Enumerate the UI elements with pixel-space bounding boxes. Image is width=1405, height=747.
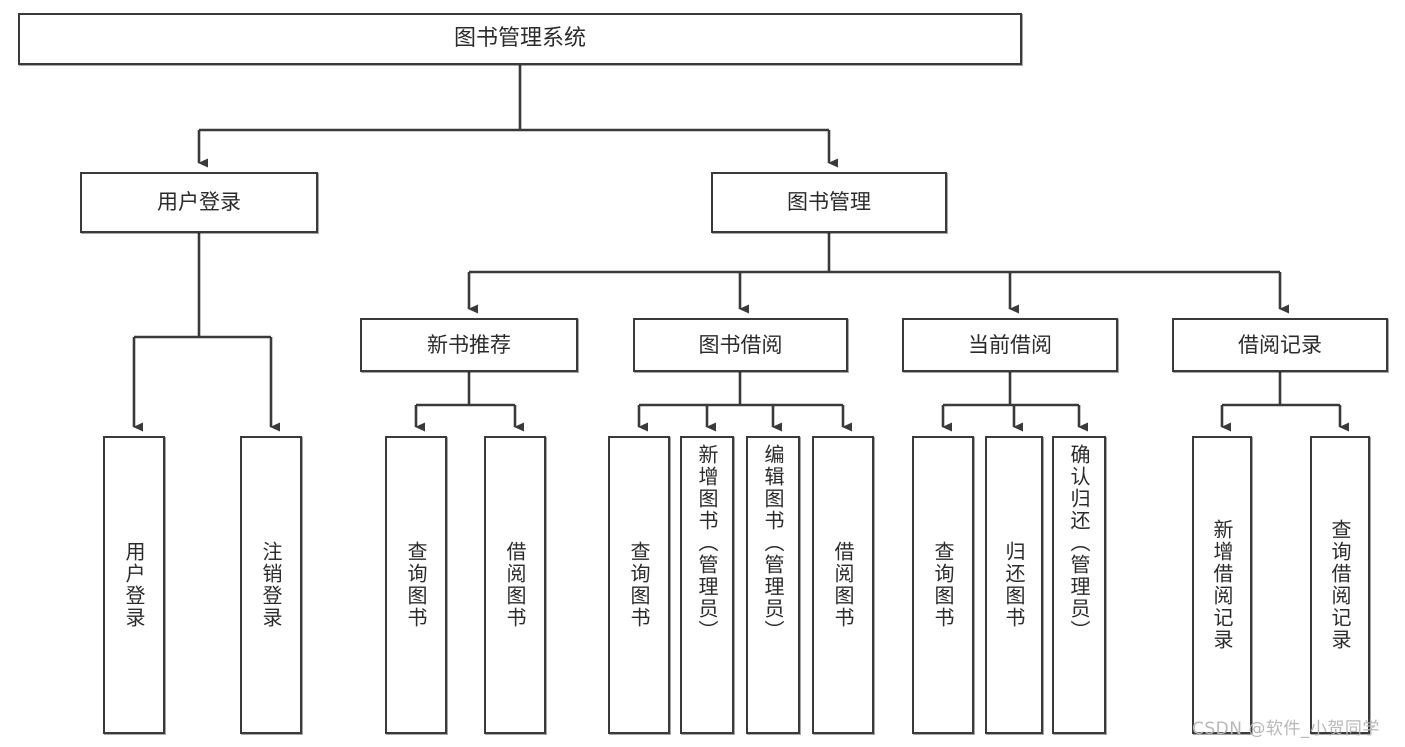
node-leaf-add-borrow-record[interactable]: 新增借阅记录 — [1192, 436, 1252, 734]
node-leaf-add-borrow-record-label: 新增借阅记录 — [1210, 519, 1234, 651]
node-leaf-confirm-return-label: 确认归还（管理员） — [1067, 444, 1091, 642]
node-leaf-add-book-label: 新增图书（管理员） — [695, 444, 719, 642]
node-leaf-query-book-1-label: 查询图书 — [404, 541, 428, 629]
node-book-borrow[interactable]: 图书借阅 — [633, 318, 848, 372]
node-leaf-return-book-label: 归还图书 — [1002, 541, 1026, 629]
node-leaf-query-book-3[interactable]: 查询图书 — [912, 436, 974, 734]
node-leaf-logout-label: 注销登录 — [259, 541, 283, 629]
node-book-manage-label: 图书管理 — [787, 190, 871, 215]
node-leaf-user-login-label: 用户登录 — [122, 541, 146, 629]
node-leaf-logout[interactable]: 注销登录 — [240, 436, 302, 734]
node-leaf-user-login[interactable]: 用户登录 — [103, 436, 165, 734]
node-current-borrow-label: 当前借阅 — [968, 332, 1052, 357]
node-borrow-record[interactable]: 借阅记录 — [1172, 318, 1388, 372]
node-leaf-query-book-1[interactable]: 查询图书 — [385, 436, 447, 734]
node-leaf-edit-book[interactable]: 编辑图书（管理员） — [746, 436, 800, 734]
node-current-borrow[interactable]: 当前借阅 — [902, 318, 1118, 372]
node-leaf-query-book-2[interactable]: 查询图书 — [608, 436, 670, 734]
node-leaf-query-borrow-record[interactable]: 查询借阅记录 — [1310, 436, 1370, 734]
node-user-login[interactable]: 用户登录 — [80, 172, 318, 233]
node-leaf-borrow-book-2-label: 借阅图书 — [831, 541, 855, 629]
node-leaf-return-book[interactable]: 归还图书 — [985, 436, 1043, 734]
node-root[interactable]: 图书管理系统 — [18, 13, 1022, 65]
node-leaf-borrow-book-1[interactable]: 借阅图书 — [484, 436, 546, 734]
node-new-book-recommend-label: 新书推荐 — [427, 332, 511, 357]
node-leaf-borrow-book-1-label: 借阅图书 — [503, 541, 527, 629]
node-leaf-query-book-2-label: 查询图书 — [627, 541, 651, 629]
node-leaf-borrow-book-2[interactable]: 借阅图书 — [812, 436, 874, 734]
node-book-manage[interactable]: 图书管理 — [711, 172, 947, 233]
node-book-borrow-label: 图书借阅 — [698, 332, 783, 357]
node-leaf-query-borrow-record-label: 查询借阅记录 — [1328, 519, 1352, 651]
node-leaf-edit-book-label: 编辑图书（管理员） — [761, 444, 785, 642]
node-user-login-label: 用户登录 — [157, 190, 241, 215]
node-borrow-record-label: 借阅记录 — [1238, 332, 1322, 357]
node-leaf-confirm-return[interactable]: 确认归还（管理员） — [1052, 436, 1106, 734]
node-leaf-add-book[interactable]: 新增图书（管理员） — [680, 436, 734, 734]
csdn-watermark: CSDN @软件_小贺同学 — [1192, 719, 1380, 739]
node-leaf-query-book-3-label: 查询图书 — [931, 541, 955, 629]
node-new-book-recommend[interactable]: 新书推荐 — [360, 318, 578, 372]
node-root-label: 图书管理系统 — [453, 25, 586, 51]
